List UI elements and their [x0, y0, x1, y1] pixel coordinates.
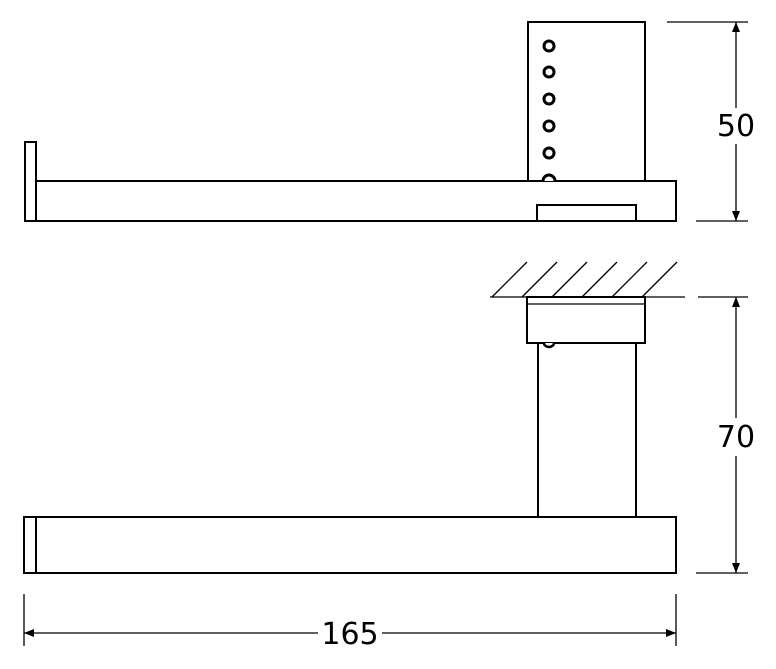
- wall-hatching: [490, 261, 685, 298]
- dimension-label-165: 165: [321, 617, 378, 652]
- hatch-line: [551, 261, 588, 298]
- dimension-height-top: 50: [667, 21, 755, 222]
- post-screw-icon: [542, 342, 556, 349]
- screw-holes: [541, 39, 557, 182]
- screw-hole: [542, 119, 556, 133]
- screw-hole: [542, 92, 556, 106]
- dimension-label-50: 50: [717, 109, 755, 144]
- hatch-line: [611, 261, 648, 298]
- bottom-arm: [23, 516, 677, 574]
- top-view: [24, 21, 677, 222]
- hatch-line: [491, 261, 528, 298]
- top-wall-plate: [527, 21, 646, 182]
- screw-hole: [542, 39, 556, 53]
- dimension-label-70: 70: [717, 420, 755, 455]
- bottom-post: [537, 342, 637, 518]
- hatch-line: [521, 261, 558, 298]
- dimension-height-bottom: 70: [696, 296, 755, 574]
- hatch-line: [641, 261, 678, 298]
- top-end-cap: [24, 141, 37, 222]
- screw-hole: [542, 146, 556, 160]
- bottom-view: [23, 261, 685, 574]
- screw-hole: [541, 173, 557, 182]
- top-arm: [35, 180, 677, 222]
- hatch-line: [581, 261, 618, 298]
- screw-hole: [542, 65, 556, 79]
- top-slot: [536, 204, 637, 222]
- dimension-width: 165: [23, 594, 677, 652]
